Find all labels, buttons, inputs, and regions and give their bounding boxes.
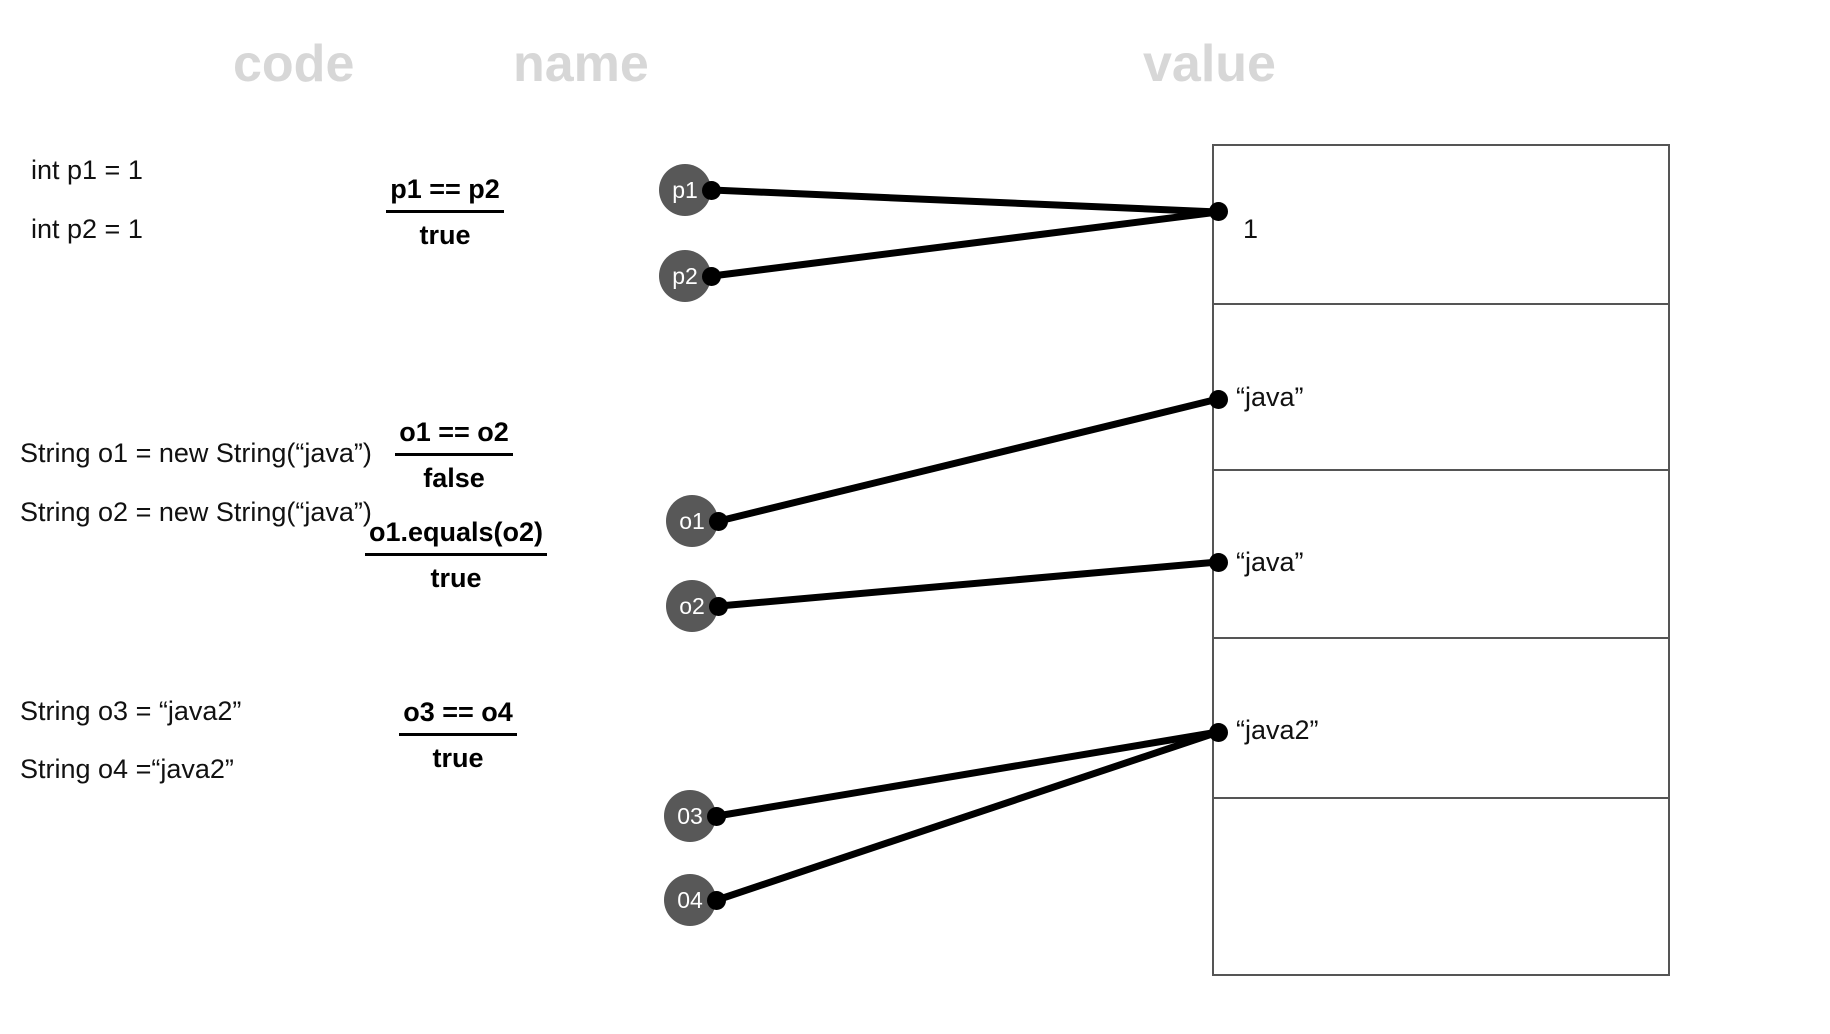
value-text-4: “java2” [1236,715,1319,745]
name-node-label: 03 [677,802,703,829]
name-node-label: 04 [677,886,703,913]
edge-o4-to-value4 [715,728,1220,904]
code-line-int-p2: int p2 = 1 [31,214,143,244]
name-node-label: o2 [679,592,705,619]
expression-numerator: o1.equals(o2) [365,519,547,556]
code-line-string-o4: String o4 =“java2” [20,754,234,784]
value-row-2 [1214,305,1668,471]
name-node-label: p2 [672,262,698,289]
value-row-5 [1214,799,1668,974]
code-line-string-o1: String o1 = new String(“java”) [20,438,372,468]
expression-result: false [423,463,485,493]
connector-dot-o3 [707,807,726,826]
code-line-string-o2: String o2 = new String(“java”) [20,497,372,527]
edge-p1-to-value1 [711,186,1219,216]
connector-dot-o1 [709,512,728,531]
code-line-string-o3: String o3 = “java2” [20,696,242,726]
expression-p1-eq-p2: p1 == p2 true [386,176,504,249]
column-header-value: value [1143,35,1276,93]
name-node-p2[interactable]: p2 [659,250,711,302]
name-node-label: p1 [672,176,698,203]
edge-o1-to-value2 [718,395,1219,525]
code-line-int-p1: int p1 = 1 [31,155,143,185]
connector-dot-p2 [702,267,721,286]
connector-dot-value4 [1209,723,1228,742]
expression-o3-eq-o4: o3 == o4 true [399,699,517,772]
expression-result: true [430,563,482,593]
connector-dot-value1 [1209,202,1228,221]
name-node-o4[interactable]: 04 [664,874,716,926]
expression-numerator: p1 == p2 [386,176,504,213]
edge-p2-to-value1 [711,208,1219,280]
expression-numerator: o1 == o2 [395,419,513,456]
connector-dot-o4 [707,891,726,910]
expression-numerator: o3 == o4 [399,699,517,736]
name-node-label: o1 [679,507,705,534]
value-text-1: 1 [1243,214,1259,244]
value-text-2: “java” [1236,382,1304,412]
connector-dot-o2 [709,597,728,616]
connector-dot-value3 [1209,553,1228,572]
expression-result: true [419,220,471,250]
value-row-4 [1214,639,1668,799]
column-header-code: code [233,35,355,93]
column-header-name: name [513,35,649,93]
expression-result: true [432,743,484,773]
expression-o1-eq-o2: o1 == o2 false [395,419,513,492]
value-text-3: “java” [1236,547,1304,577]
edge-o2-to-value3 [718,558,1219,610]
connector-dot-value2 [1209,390,1228,409]
value-row-1 [1214,146,1668,305]
edge-o3-to-value4 [716,728,1219,820]
value-row-3 [1214,471,1668,639]
expression-o1-equals-o2: o1.equals(o2) true [365,519,547,592]
connector-dot-p1 [702,181,721,200]
